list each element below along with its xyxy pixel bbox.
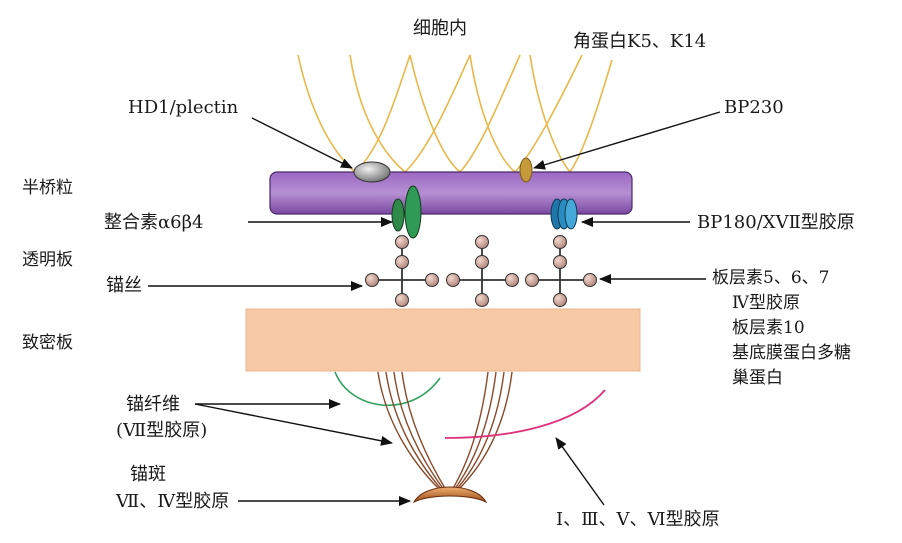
arrow-fibril-brown [194,403,393,446]
integrin-protein [391,185,422,239]
hd1-plectin-protein [353,161,391,183]
anchoring-cross-3 [525,235,597,307]
label-lamina-lucida: 透明板 [22,250,73,270]
anchoring-filaments [365,235,597,307]
laminin-group-item: 基底膜蛋白多糖 [732,343,851,363]
label-anchoring-plaque: 锚斑 [130,464,166,485]
label-integrin: 整合素α6β4 [104,212,204,233]
label-anchoring-fibril: 锚纤维 [126,394,180,415]
arrow-collagens [555,437,605,506]
hemidesmosome-plate [269,171,633,215]
label-anchoring-filament: 锚丝 [106,275,142,296]
green-fibril-arc [334,371,441,407]
laminin-group-list: 板层素5、6、7 Ⅳ型胶原 板层素10 基底膜蛋白多糖 巢蛋白 [712,266,851,391]
label-collagen-vii: (Ⅶ型胶原) [116,420,208,441]
label-collagen-vii-iv: Ⅶ、Ⅳ型胶原 [116,491,230,512]
label-bp230: BP230 [724,97,784,118]
label-keratin: 角蛋白K5、K14 [573,31,707,52]
bp230-protein [519,157,533,183]
laminin-group-item: 板层素10 [732,318,805,338]
arrow-bp230 [533,111,721,170]
pointer-arrows [148,111,721,506]
label-hemidesmosome: 半桥粒 [22,178,73,198]
laminin-group-item: 巢蛋白 [732,368,783,388]
bp180-protein [550,198,578,230]
laminin-group-item: 板层素5、6、7 [712,268,830,288]
anchoring-plaque [412,486,488,504]
label-dermal-collagens: Ⅰ、Ⅲ、Ⅴ、Ⅵ型胶原 [556,509,720,530]
anchoring-fibrils [377,371,513,491]
anchoring-cross-1 [365,235,439,307]
label-intracellular: 细胞内 [413,18,467,39]
lamina-densa-band [245,308,641,372]
laminin-group-item: Ⅳ型胶原 [732,293,800,313]
arrow-hd1 [251,117,353,169]
anchoring-cross-2 [446,235,519,307]
keratin-filaments [297,54,613,174]
label-lamina-densa: 致密板 [22,333,73,353]
label-hd1-plectin: HD1/plectin [128,97,239,118]
pink-collagen-arc [444,389,606,439]
label-bp180: BP180/XVⅡ型胶原 [697,212,855,233]
